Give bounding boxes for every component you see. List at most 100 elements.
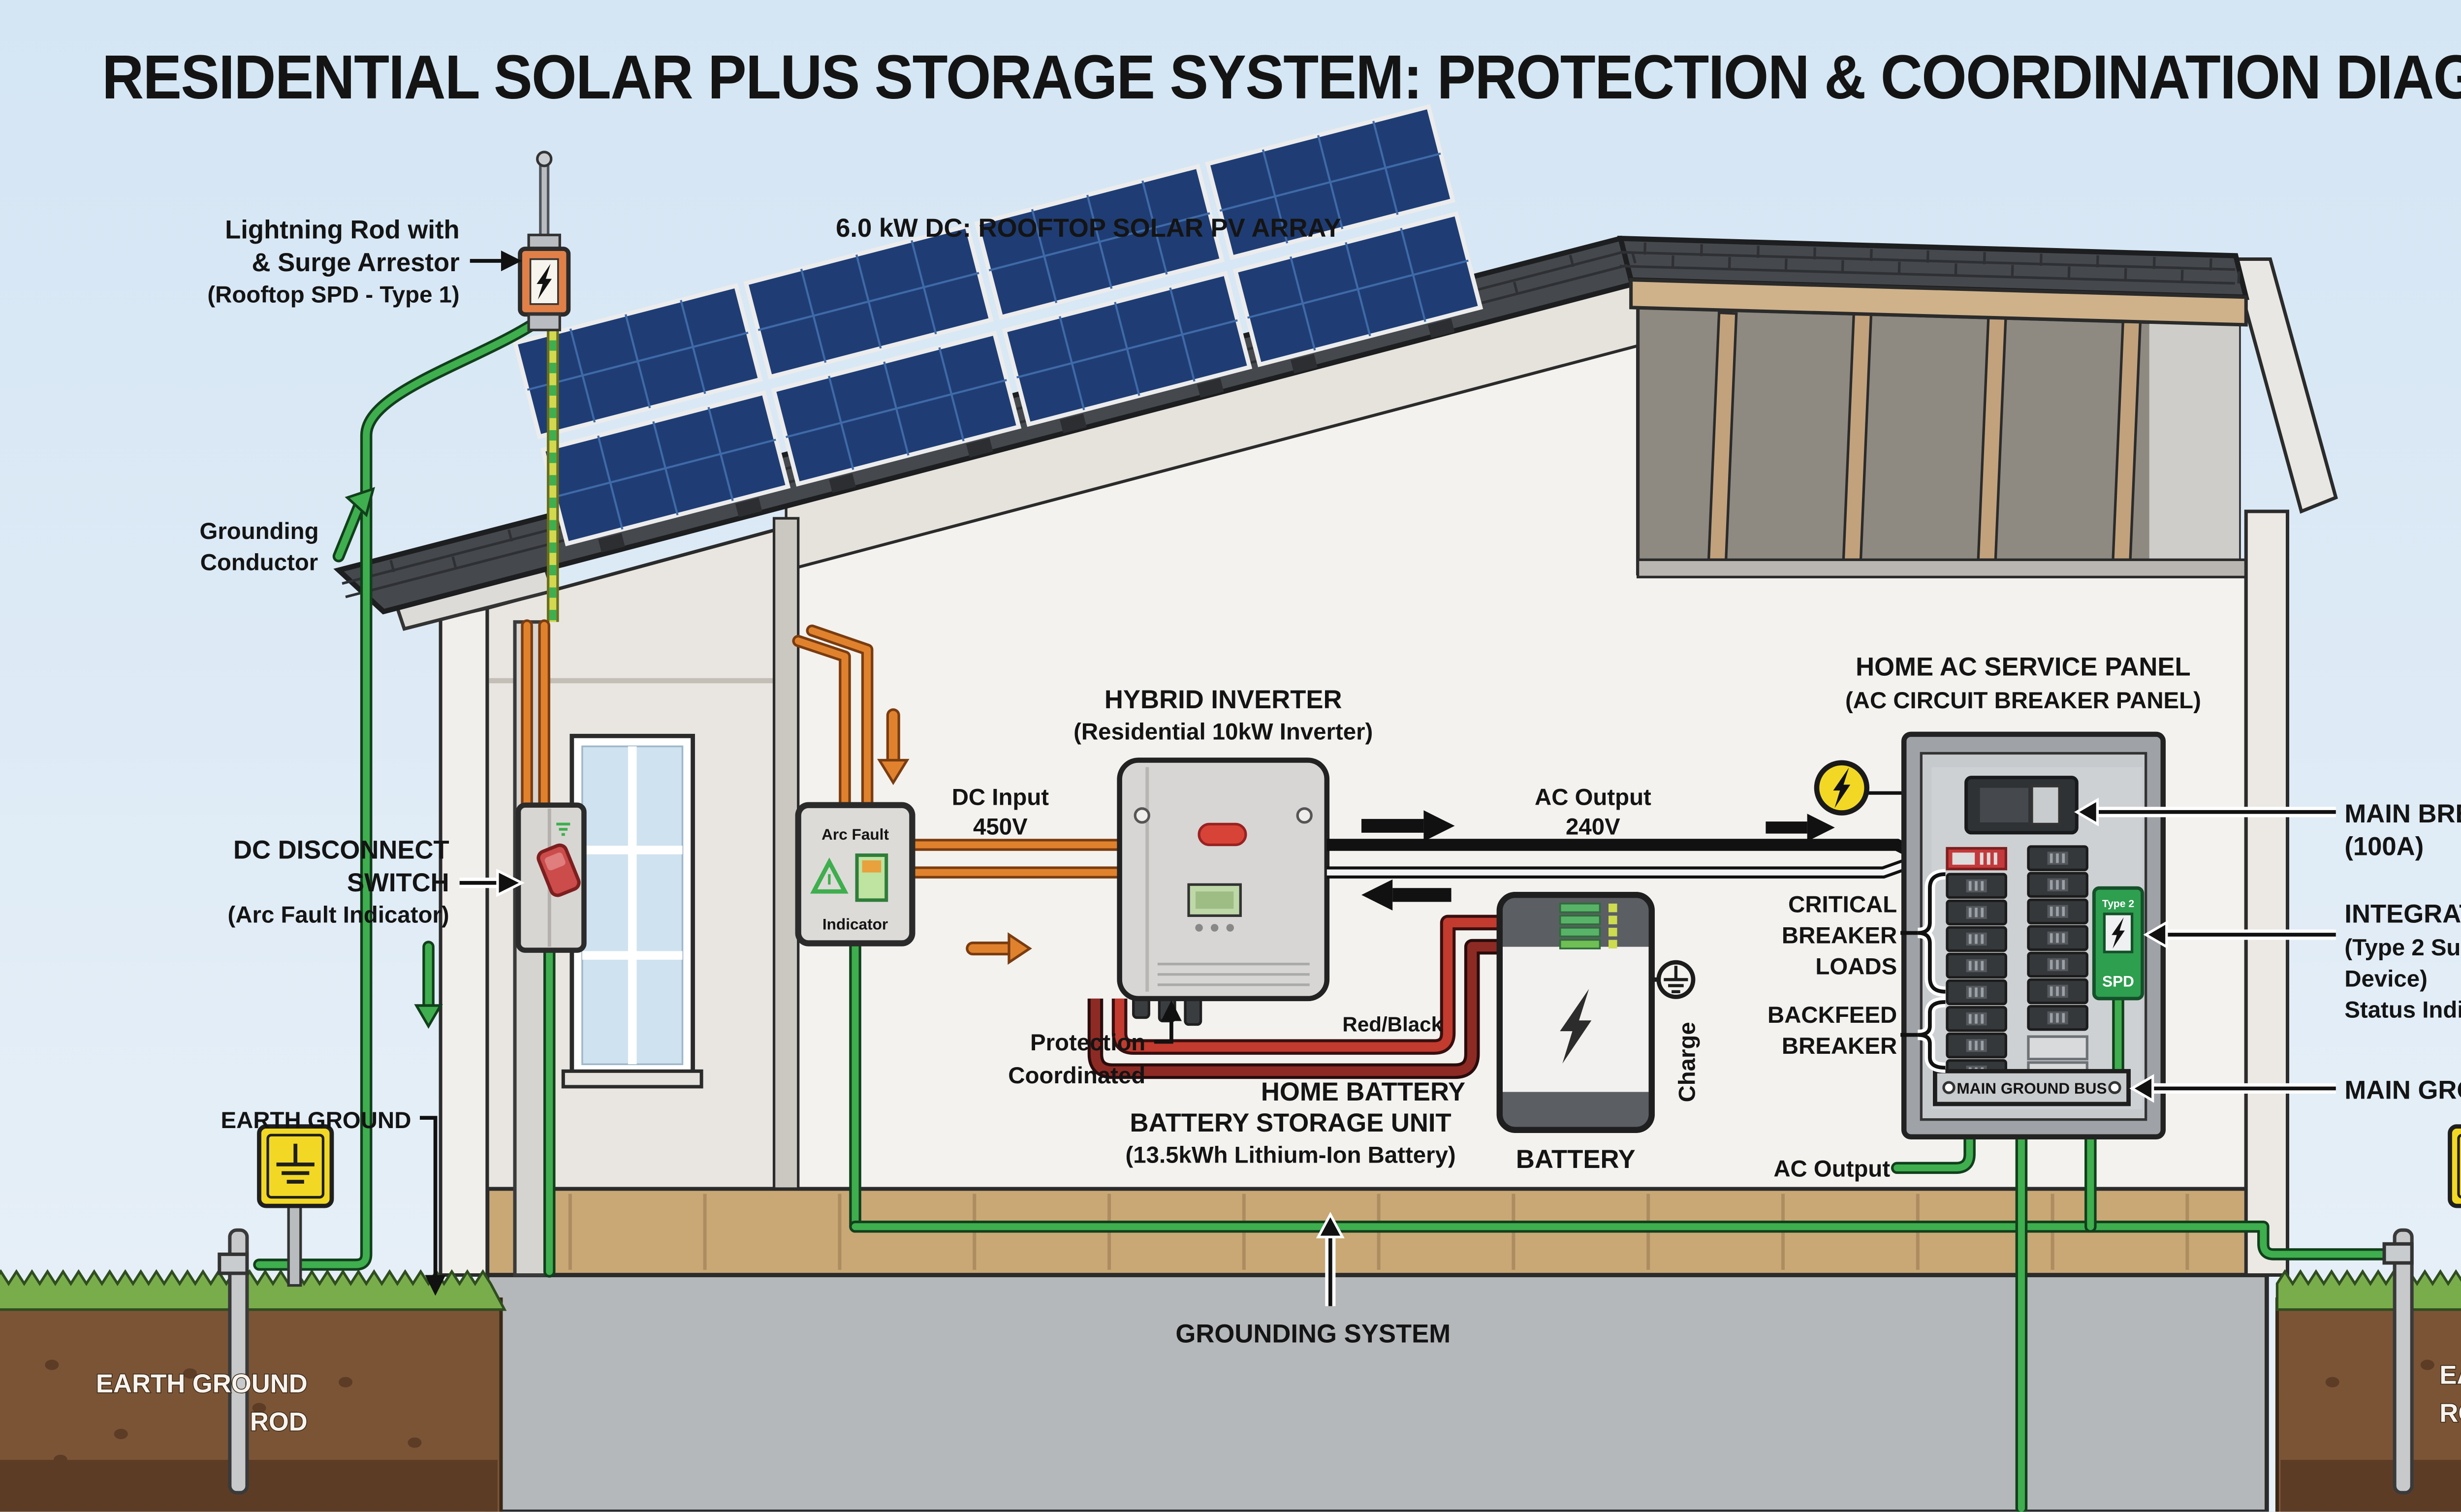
floor-planks: [568, 1194, 2189, 1270]
earth-symbol-icon: [276, 1143, 315, 1184]
service-panel-label-2: (AC CIRCUIT BREAKER PANEL): [1845, 688, 2201, 714]
top-plate: [1637, 558, 2247, 579]
lightning-rod-assembly: [518, 151, 571, 622]
subsoil-right: [2280, 1460, 2461, 1512]
rod-tip: [536, 151, 553, 167]
right-exterior-wall: [2244, 509, 2290, 1277]
integrated-spd-label-3: Device): [2344, 966, 2428, 992]
inverter-label-2: (Residential 10kW Inverter): [1073, 719, 1373, 745]
battery-ground-symbol-icon: [1656, 960, 1696, 999]
main-ground-bus: MAIN GROUND BUS: [1933, 1069, 2131, 1106]
right-gable-edge: [2230, 257, 2338, 514]
grass-right: [2275, 1269, 2461, 1311]
protection-label-2: Coordinated: [1008, 1063, 1145, 1089]
ground-sign-left: [257, 1124, 334, 1287]
earth-rod-left-label-1: EARTH GROUND: [96, 1369, 308, 1398]
foundation-wall: [485, 1273, 2269, 1512]
screw-icon: [1134, 807, 1150, 824]
charge-indicator: [1559, 903, 1617, 949]
warning-triangle-icon: [810, 857, 849, 894]
surge-warning-icon: [1814, 760, 1870, 816]
ac-output-label-2: 240V: [1566, 814, 1620, 840]
main-breaker-block: [1964, 776, 2079, 835]
left-label-arrows: [419, 250, 1182, 1296]
arc-fault-top-label: Arc Fault: [821, 825, 889, 843]
grounding-conductor-label-1: Grounding: [199, 518, 318, 544]
battery-cables: [1087, 914, 1507, 1079]
earth-grounding: [218, 1124, 2461, 1495]
lightning-rod-label-2: & Surge Arrestor: [252, 248, 459, 277]
dc-down-arrow-icon: [877, 708, 910, 786]
home-battery-label-2: BATTERY STORAGE UNIT: [1130, 1108, 1451, 1137]
main-breaker-label-2: (100A): [2344, 832, 2424, 861]
spd-label: SPD: [2102, 972, 2134, 990]
right-label-connectors: [2074, 797, 2336, 1103]
pv-array-label: 6.0 kW DC: ROOFTOP SOLAR PV ARRAY: [836, 214, 1341, 243]
dc-input-label-2: 450V: [973, 814, 1028, 840]
backfeed-red-breaker: [1946, 847, 2007, 871]
arc-fault-indicator-box: Arc Fault Indicator: [795, 802, 915, 946]
solar-pv-array: [512, 104, 1483, 553]
battery-label: BATTERY: [1516, 1145, 1636, 1174]
main-breaker-label-1: MAIN BREAKER: [2344, 799, 2461, 828]
critical-label-2: BREAKER: [1782, 923, 1897, 949]
panel-right-arrow-icon: [1766, 814, 1835, 842]
earth-rod-right-label-2: ROD: [2439, 1399, 2461, 1428]
lightning-rod-label-3: (Rooftop SPD - Type 1): [207, 282, 459, 308]
ac-right-arrow-icon: [1361, 810, 1455, 842]
backfeed-label-1: BACKFEED: [1767, 1002, 1897, 1028]
inverter-led: [1198, 822, 1247, 847]
grounding-system-arrow: [1316, 1212, 1345, 1306]
home-battery-unit: [1496, 892, 1696, 1133]
bus-text: MAIN GROUND BUS: [1956, 1079, 2107, 1097]
panel-ac-output-label: AC Output: [1773, 1156, 1890, 1182]
ground-mark-icon: [556, 822, 570, 836]
cutaway-wall-edge: [772, 517, 800, 1190]
grounding-system-label: GROUNDING SYSTEM: [1175, 1319, 1451, 1348]
ac-left-arrow-icon: [1361, 879, 1451, 911]
arc-pixels: [862, 860, 882, 873]
dc-disconnect-label-3: (Arc Fault Indicator): [228, 902, 449, 928]
hybrid-inverter: [1117, 757, 1330, 1026]
rod-clamp-right: [2382, 1242, 2414, 1265]
rod-clamp-left: [218, 1252, 249, 1275]
ac-service-panel: Type 2 SPD MAIN GROUND BUS: [1900, 731, 2166, 1139]
main-ground-bus-label: MAIN GROUND BUS: [2344, 1075, 2461, 1104]
red-black-label: Red/Black: [1342, 1013, 1443, 1036]
red-switch-handle: [536, 843, 581, 897]
screw-icon: [1296, 807, 1313, 824]
dc-disconnect-switch: [515, 802, 587, 953]
inverter-label-1: HYBRID INVERTER: [1104, 685, 1342, 714]
home-battery-label-1: HOME BATTERY: [1261, 1077, 1465, 1106]
dc-wiring: [521, 619, 1126, 965]
backfeed-label-2: BREAKER: [1782, 1033, 1897, 1059]
spd-type-label: Type 2: [2102, 898, 2134, 910]
dc-disconnect-label-2: SWITCH: [347, 868, 449, 897]
dc-input-label-1: DC Input: [952, 785, 1049, 811]
integrated-spd-label-1: INTEGRATED AC SPD: [2344, 899, 2461, 928]
ground-sign-right: [2448, 1124, 2461, 1208]
service-panel-label-1: HOME AC SERVICE PANEL: [1856, 652, 2191, 681]
integrated-spd-label-4: Status Indicator: [2344, 997, 2461, 1023]
earth-rod-right-label-1: EARTH GROUND: [2439, 1361, 2461, 1390]
grounding-wires: [253, 312, 2398, 1512]
attic-rafters: [1707, 311, 2142, 561]
home-battery-label-3: (13.5kWh Lithium-Ion Battery): [1126, 1142, 1456, 1168]
attic-cutaway: [1636, 306, 2247, 579]
earth-ground-label: EARTH GROUND: [221, 1107, 411, 1134]
dc-right-arrow-icon: [966, 932, 1032, 965]
earth-rod-left: [228, 1228, 249, 1495]
earth-rod-right: [2393, 1228, 2414, 1495]
charge-label: Charge: [1674, 1022, 1701, 1102]
arc-fault-bottom-label: Indicator: [822, 915, 888, 933]
critical-label-1: CRITICAL: [1788, 891, 1897, 917]
protection-label-1: Protection: [1030, 1030, 1145, 1056]
ac-output-label-1: AC Output: [1535, 785, 1651, 811]
page-title: RESIDENTIAL SOLAR PLUS STORAGE SYSTEM: P…: [102, 42, 2461, 112]
corner-board: [439, 606, 489, 1277]
ground-down-arrow-icon: [414, 941, 443, 1029]
window: [561, 733, 703, 1089]
earth-rod-left-label-2: ROD: [250, 1407, 308, 1436]
